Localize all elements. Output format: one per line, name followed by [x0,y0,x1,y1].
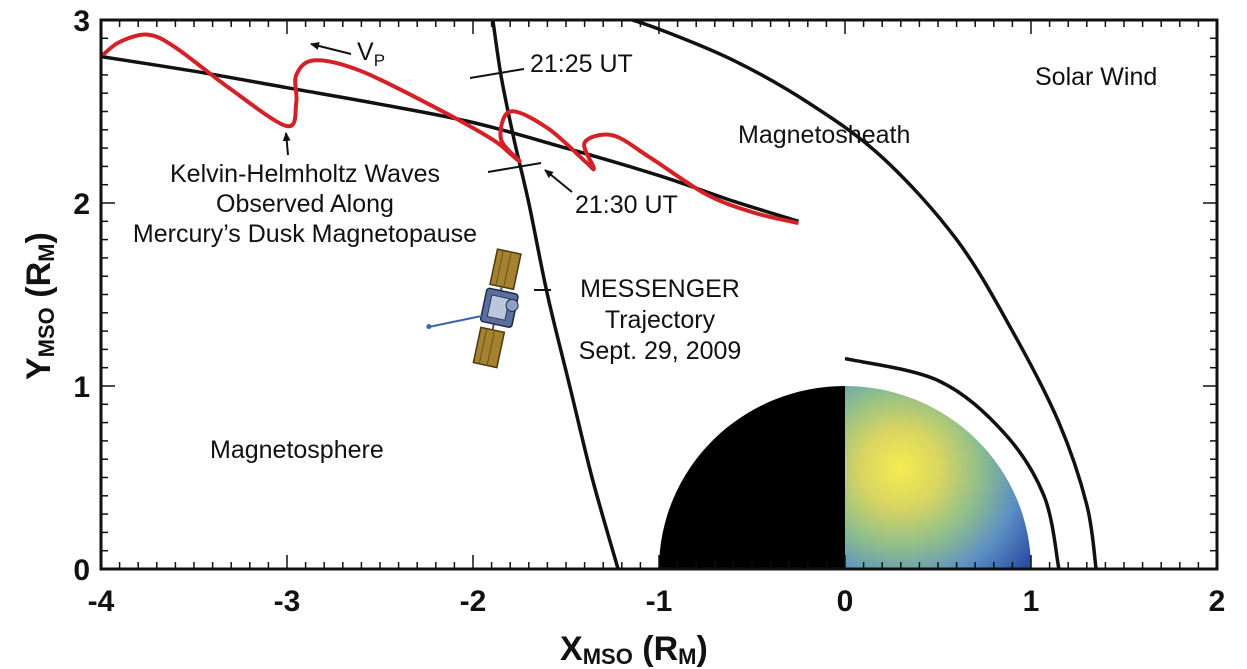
x-tick-label: -3 [274,585,301,618]
mercury-group [659,386,1031,569]
x-tick-label: -2 [460,585,487,618]
trajectory-line-3: Sept. 29, 2009 [579,337,742,365]
solar-wind-label: Solar Wind [1035,63,1157,91]
trajectory-line-1: MESSENGER [580,275,740,303]
x-tick-label: 2 [1209,585,1226,618]
time-start-tick [469,68,525,79]
x-axis-label: XMSO (RM) [560,630,708,669]
mercury-day-side [845,386,1031,569]
kelvin-helmholtz-wave-curve [101,32,799,226]
axis-ticks [100,19,1218,570]
x-tick-label: 1 [1023,585,1040,618]
y-tick-label: 2 [73,188,90,221]
time-end-arrow [544,169,573,193]
magnetopause-curve [101,54,800,223]
trajectory-curve [491,20,620,569]
time-start-label: 21:25 UT [530,50,633,78]
y-tick-label: 0 [73,554,90,587]
bow-shock-curve [626,20,1098,569]
x-tick-label: -1 [646,585,673,618]
magnetosheath-label: Magnetosheath [738,121,910,149]
mercury-orbit-curve [844,356,1061,569]
mercury-night-side [659,386,845,569]
kh-waves-line-1: Kelvin-Helmholtz Waves [170,160,440,188]
trajectory-line-2: Trajectory [605,306,716,334]
velocity-arrow [310,42,352,55]
kh-waves-line-3: Mercury’s Dusk Magnetopause [133,220,477,248]
kh-waves-line-2: Observed Along [216,190,394,218]
kh-waves-arrow [282,132,291,156]
y-axis-label: YMSO (RM) [20,232,59,380]
y-tick-label: 1 [73,371,90,404]
messenger-spacecraft-icon [426,248,522,369]
axis-tick-labels: -4 -3 -2 -1 0 1 2 0 1 2 3 [73,5,1225,618]
time-end-label: 21:30 UT [575,191,678,219]
y-tick-label: 3 [73,5,90,38]
velocity-label: VP [357,38,385,70]
x-tick-label: -4 [88,585,115,618]
x-tick-label: 0 [837,585,854,618]
time-end-tick [487,162,542,173]
magnetosphere-label: Magnetosphere [210,436,384,464]
